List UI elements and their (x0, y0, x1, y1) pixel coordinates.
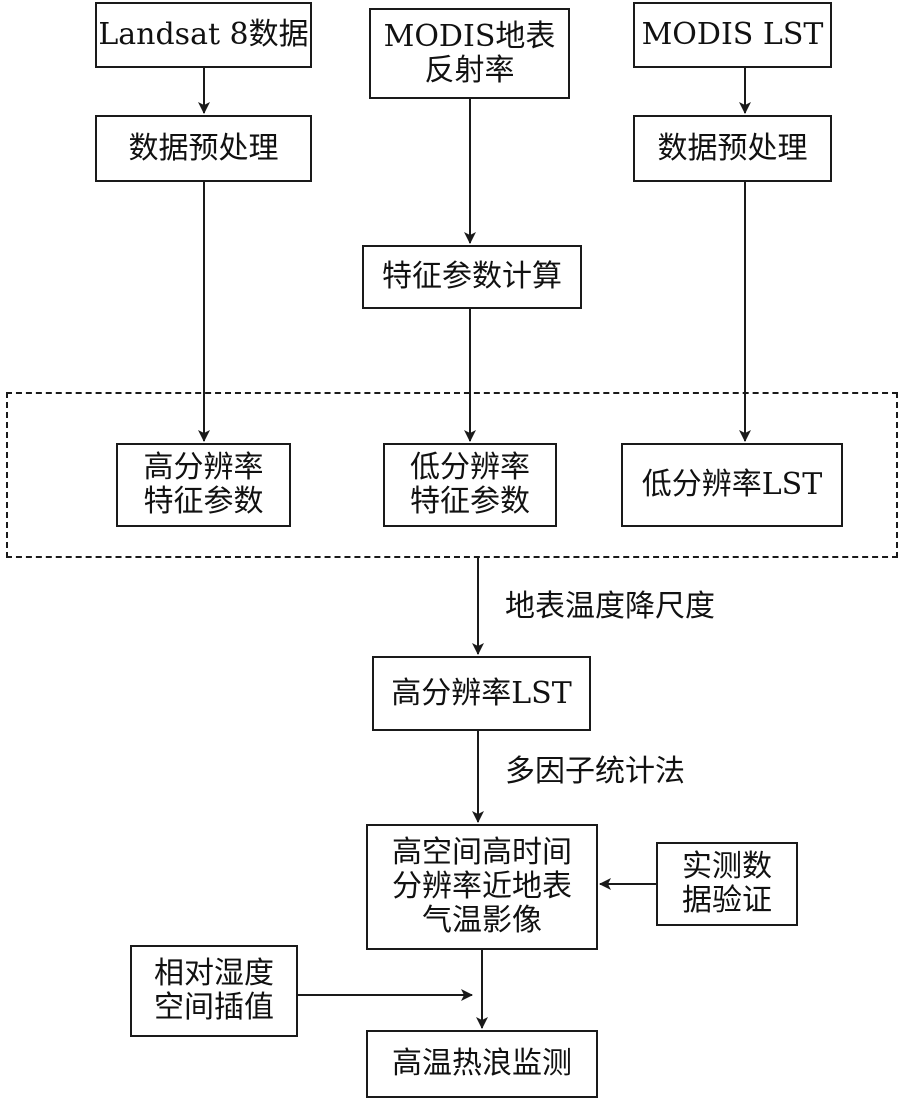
modis-lst-label: MODIS LST (641, 17, 824, 52)
low-res-lst-box: 低分辨率LST (621, 443, 843, 527)
multifactor-label: 多因子统计法 (505, 754, 685, 789)
heatwave-monitor-box: 高温热浪监测 (366, 1030, 598, 1098)
field-validation-box: 实测数 据验证 (656, 842, 798, 926)
field-validation-label: 实测数 据验证 (682, 849, 772, 918)
high-res-feature-box: 高分辨率 特征参数 (116, 443, 291, 527)
feature-calc-box: 特征参数计算 (362, 245, 582, 309)
preprocess-left-box: 数据预处理 (95, 115, 312, 182)
high-res-feature-label: 高分辨率 特征参数 (143, 450, 264, 519)
intermediate-parameters-region (6, 392, 898, 558)
preprocess-right-box: 数据预处理 (633, 115, 832, 182)
modis-reflectance-label: MODIS地表 反射率 (383, 18, 556, 88)
heatwave-monitor-label: 高温热浪监测 (392, 1046, 572, 1081)
high-res-lst-label: 高分辨率LST (391, 675, 572, 711)
high-res-lst-box: 高分辨率LST (372, 656, 591, 731)
downscaling-label: 地表温度降尺度 (505, 589, 715, 624)
humidity-interp-label: 相对湿度 空间插值 (154, 956, 274, 1025)
air-temp-image-label: 高空间高时间 分辨率近地表 气温影像 (392, 835, 572, 938)
preprocess-left-label: 数据预处理 (128, 130, 279, 166)
feature-calc-label: 特征参数计算 (382, 259, 562, 294)
preprocess-right-label: 数据预处理 (657, 130, 808, 166)
landsat-8-data-label: Landsat 8数据 (98, 17, 309, 52)
modis-lst-box: MODIS LST (633, 2, 832, 68)
landsat-8-data-box: Landsat 8数据 (95, 2, 312, 68)
humidity-interp-box: 相对湿度 空间插值 (130, 945, 298, 1037)
low-res-feature-label: 低分辨率 特征参数 (410, 450, 530, 519)
low-res-feature-box: 低分辨率 特征参数 (383, 443, 557, 527)
low-res-lst-label: 低分辨率LST (641, 467, 823, 502)
modis-reflectance-box: MODIS地表 反射率 (369, 8, 570, 99)
air-temp-image-box: 高空间高时间 分辨率近地表 气温影像 (366, 824, 598, 950)
